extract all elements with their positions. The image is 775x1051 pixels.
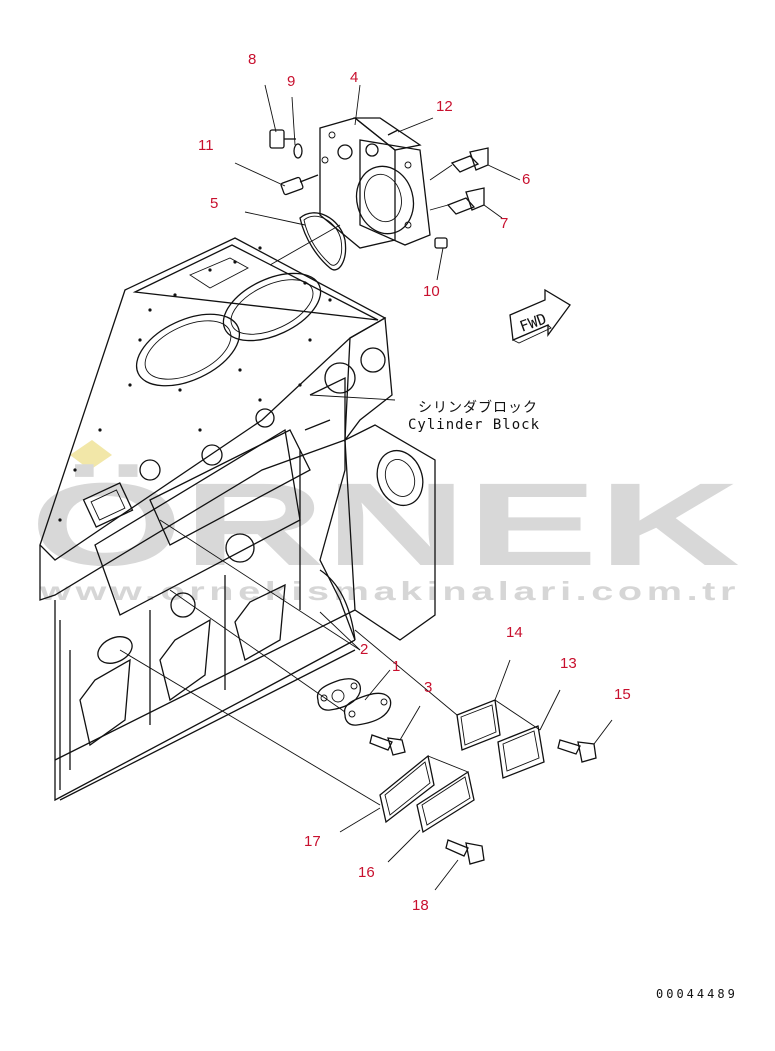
gear-case-housing xyxy=(344,424,436,641)
callout-16: 16 xyxy=(358,864,375,881)
callout-18: 18 xyxy=(412,897,429,914)
callout-6: 6 xyxy=(522,171,530,188)
callout-9: 9 xyxy=(287,73,295,90)
callout-1: 1 xyxy=(392,658,400,675)
watermark-brand: ÖRNEK xyxy=(30,459,740,591)
title-japanese: シリンダブロック xyxy=(418,399,538,416)
part-14-gasket xyxy=(456,699,501,751)
part-10-bolt xyxy=(434,237,448,249)
callout-11: 11 xyxy=(198,137,214,154)
part-1-plate xyxy=(343,692,392,726)
cylinder-block xyxy=(39,237,436,802)
part-11-fitting xyxy=(280,174,319,196)
part-16-plate xyxy=(416,770,475,834)
part-4-cover xyxy=(319,117,431,249)
document-number: 00044489 xyxy=(656,987,738,1001)
callout-13: 13 xyxy=(560,655,577,672)
callout-2: 2 xyxy=(360,641,368,658)
title-english: Cylinder Block xyxy=(408,417,540,433)
part-3-bolt xyxy=(369,734,406,756)
callout-4: 4 xyxy=(350,69,358,86)
part-12-dowel xyxy=(387,129,399,136)
callout-3: 3 xyxy=(424,679,432,696)
callouts: 8 9 4 12 11 6 5 7 10 14 2 1 13 3 15 17 1… xyxy=(198,51,631,914)
callout-5: 5 xyxy=(210,195,218,212)
part-7-bolt xyxy=(446,187,485,215)
callout-15: 15 xyxy=(614,686,631,703)
part-15-bolt xyxy=(557,739,597,763)
part-17-gasket xyxy=(379,754,435,824)
fwd-label: FWD xyxy=(517,310,549,336)
part-13-plate xyxy=(497,725,545,779)
bore-ring-1 xyxy=(222,272,322,342)
watermark-url: www.ornekismakinalari.com.tr xyxy=(38,576,740,606)
watermark-accent-mark xyxy=(70,440,112,470)
part-5-gasket xyxy=(299,212,347,271)
part-18-bolt xyxy=(445,839,485,865)
callout-14: 14 xyxy=(506,624,523,641)
part-9-oring xyxy=(293,143,303,159)
bore-ring-2 xyxy=(135,313,241,387)
block-top-deck xyxy=(39,237,387,561)
part-2-gasket xyxy=(316,678,361,711)
callout-7: 7 xyxy=(500,215,508,232)
callout-10: 10 xyxy=(423,283,440,300)
leader-lines xyxy=(119,84,613,891)
callout-8: 8 xyxy=(248,51,256,68)
fwd-arrow: FWD xyxy=(509,288,571,344)
watermark: ÖRNEK www.ornekismakinalari.com.tr xyxy=(30,440,740,606)
callout-17: 17 xyxy=(304,833,321,850)
part-8-plug xyxy=(269,129,296,149)
callout-12: 12 xyxy=(436,98,453,115)
part-6-bolt xyxy=(450,147,489,173)
